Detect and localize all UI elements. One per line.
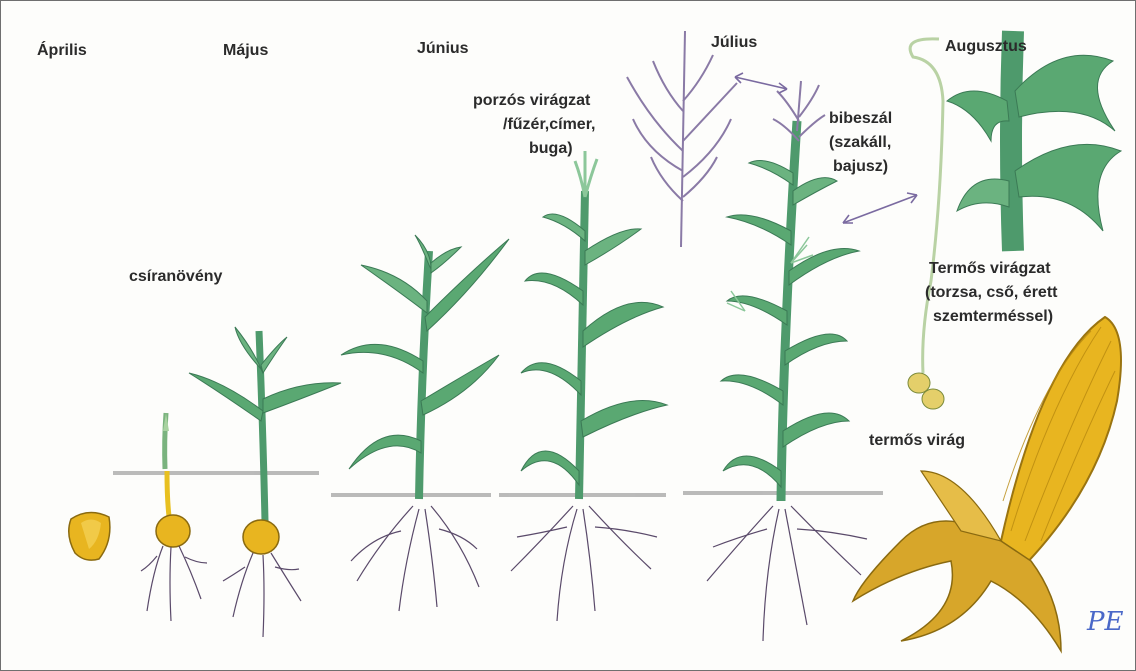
silk-label-line-2: (szakáll,	[829, 133, 891, 152]
month-july-label: Július	[711, 33, 757, 52]
silk-label-line-1: bibeszál	[829, 109, 892, 128]
month-april-label: Április	[37, 41, 87, 60]
ear-label-line-3: szemterméssel)	[933, 307, 1053, 326]
soil-lines	[113, 473, 883, 495]
female-flower-label: termős virág	[869, 431, 965, 450]
corn-ear	[853, 317, 1121, 651]
tassel-label-line-1: porzós virágzat	[473, 91, 590, 110]
month-may-label: Május	[223, 41, 268, 60]
artist-signature: PE	[1087, 607, 1123, 637]
tassel-label-line-2: /fűzér,címer,	[503, 115, 596, 134]
ear-label-line-2: (torzsa, cső, érett	[925, 283, 1057, 302]
silk-label-line-3: bajusz)	[833, 157, 888, 176]
silk-and-female-flower	[908, 39, 944, 409]
germinating-seed	[141, 413, 207, 621]
month-august-label: Augusztus	[945, 37, 1027, 56]
ear-label-line-1: Termős virágzat	[929, 259, 1051, 278]
june-plant	[341, 235, 509, 611]
tasseling-plant	[511, 151, 667, 621]
august-stem-detail	[947, 31, 1121, 251]
seed-stage	[69, 512, 110, 560]
seedling-label: csíranövény	[129, 267, 222, 286]
month-june-label: Június	[417, 39, 469, 58]
seedling-plant	[189, 327, 341, 637]
tassel-label-line-3: buga)	[529, 139, 573, 158]
tassel-detail	[627, 31, 737, 247]
